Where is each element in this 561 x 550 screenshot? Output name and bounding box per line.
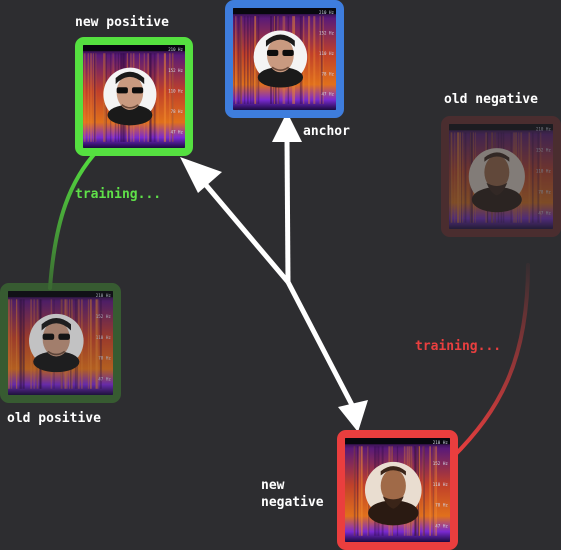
svg-text:210 Hz: 210 Hz xyxy=(536,126,551,131)
svg-text:47 Hz: 47 Hz xyxy=(98,376,111,381)
old-negative-label: old negative xyxy=(444,92,538,107)
svg-text:152 Hz: 152 Hz xyxy=(433,461,449,466)
svg-text:47 Hz: 47 Hz xyxy=(322,92,335,97)
svg-text:47 Hz: 47 Hz xyxy=(538,210,551,215)
svg-text:110 Hz: 110 Hz xyxy=(433,482,449,487)
positive-training-label: training... xyxy=(75,187,162,202)
new-negative-label-line1: new xyxy=(261,478,285,493)
arrow-to-anchor xyxy=(284,139,291,283)
spectrogram-image: 210 Hz 152 Hz 110 Hz 78 Hz 47 Hz xyxy=(8,291,113,395)
svg-text:152 Hz: 152 Hz xyxy=(96,314,112,319)
old-negative-node: 210 Hz 152 Hz 110 Hz 78 Hz 47 Hz xyxy=(441,116,561,237)
positive-training-link xyxy=(48,148,100,290)
arrow-to-new-negative xyxy=(285,280,355,407)
svg-text:152 Hz: 152 Hz xyxy=(319,31,334,36)
svg-text:110 Hz: 110 Hz xyxy=(96,335,112,340)
old-positive-label: old positive xyxy=(7,411,101,426)
portrait-mustache-icon xyxy=(468,148,525,213)
arrow-to-anchor-head xyxy=(272,112,302,142)
negative-training-link xyxy=(450,263,530,460)
svg-text:78 Hz: 78 Hz xyxy=(98,356,111,361)
portrait-sunglasses-icon xyxy=(29,313,84,373)
new-positive-label: new positive xyxy=(75,15,169,30)
svg-text:47 Hz: 47 Hz xyxy=(171,130,184,135)
portrait-mustache-icon xyxy=(364,461,422,526)
svg-text:78 Hz: 78 Hz xyxy=(538,189,551,194)
anchor-label: anchor xyxy=(303,124,350,139)
svg-text:210 Hz: 210 Hz xyxy=(319,10,334,15)
svg-text:110 Hz: 110 Hz xyxy=(168,88,183,93)
arrow-to-new-positive-head xyxy=(180,157,222,193)
svg-text:210 Hz: 210 Hz xyxy=(433,440,449,445)
svg-text:47 Hz: 47 Hz xyxy=(435,523,448,528)
svg-text:78 Hz: 78 Hz xyxy=(171,109,184,114)
anchor-node: 210 Hz 152 Hz 110 Hz 78 Hz 47 Hz xyxy=(225,0,344,118)
portrait-sunglasses-icon xyxy=(103,67,157,126)
new-negative-node: 210 Hz 152 Hz 110 Hz 78 Hz 47 Hz xyxy=(337,430,458,550)
negative-training-label: training... xyxy=(415,339,502,354)
spectrogram-image: 210 Hz 152 Hz 110 Hz 78 Hz 47 Hz xyxy=(345,438,450,542)
arrow-to-new-negative-head xyxy=(338,400,368,432)
svg-text:210 Hz: 210 Hz xyxy=(168,47,183,52)
old-positive-node: 210 Hz 152 Hz 110 Hz 78 Hz 47 Hz xyxy=(0,283,121,403)
new-positive-node: 210 Hz 152 Hz 110 Hz 78 Hz 47 Hz xyxy=(75,37,193,156)
svg-text:152 Hz: 152 Hz xyxy=(536,147,551,152)
svg-text:78 Hz: 78 Hz xyxy=(322,71,335,76)
spectrogram-image: 210 Hz 152 Hz 110 Hz 78 Hz 47 Hz xyxy=(83,45,185,148)
portrait-sunglasses-icon xyxy=(253,30,308,88)
svg-text:152 Hz: 152 Hz xyxy=(168,68,183,73)
new-negative-label-line2: negative xyxy=(261,495,324,510)
svg-text:110 Hz: 110 Hz xyxy=(319,51,334,56)
spectrogram-image: 210 Hz 152 Hz 110 Hz 78 Hz 47 Hz xyxy=(233,8,336,110)
spectrogram-image: 210 Hz 152 Hz 110 Hz 78 Hz 47 Hz xyxy=(449,124,553,229)
svg-text:78 Hz: 78 Hz xyxy=(435,503,448,508)
svg-text:110 Hz: 110 Hz xyxy=(536,168,551,173)
svg-text:210 Hz: 210 Hz xyxy=(96,293,112,298)
arrow-to-new-positive xyxy=(198,176,290,284)
